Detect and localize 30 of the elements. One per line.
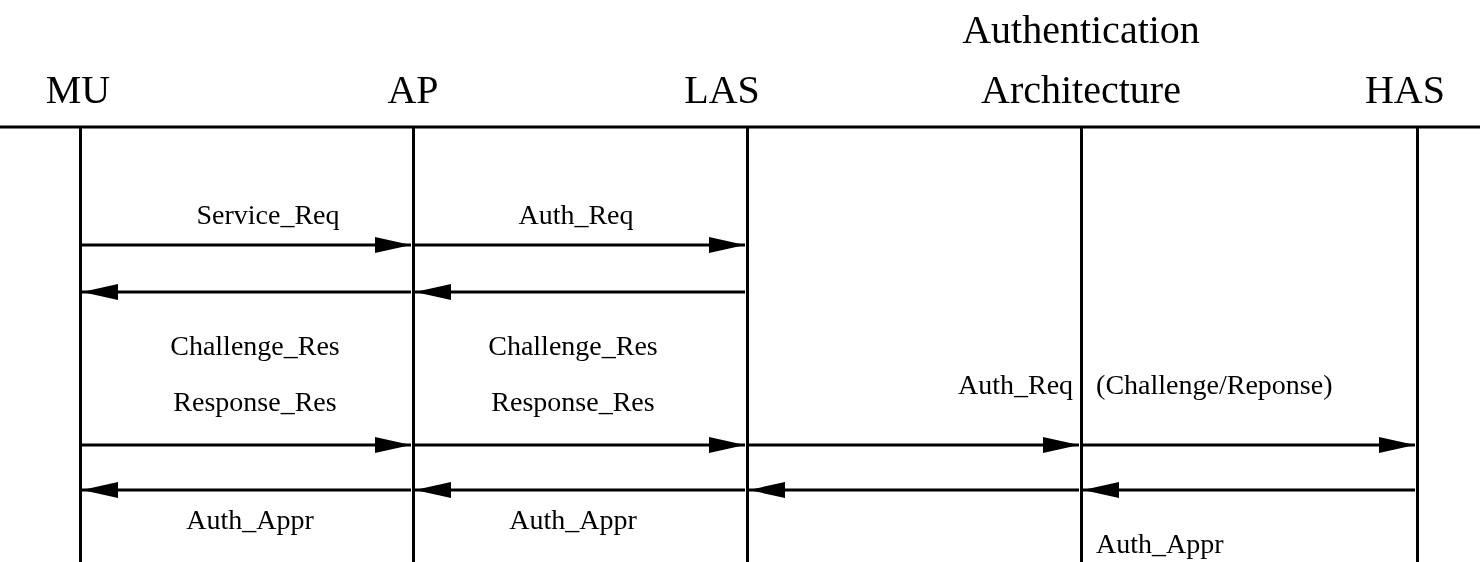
message-arrow — [415, 437, 745, 453]
message-label: Auth_Appr — [185, 503, 315, 537]
message-label: Challenge_Res Response_Res — [169, 329, 341, 419]
message-arrow — [82, 437, 411, 453]
message-label: Auth_Appr — [508, 503, 638, 537]
participant-label: HAS — [1365, 66, 1445, 114]
lifeline — [746, 127, 749, 562]
message-arrow — [415, 482, 745, 498]
message-arrow — [1083, 437, 1415, 453]
participant-label: LAS — [684, 66, 760, 114]
participant-label: AP — [387, 66, 439, 114]
lifeline — [1416, 127, 1419, 562]
message-label: Auth_Appr — [1095, 527, 1225, 561]
message-arrow — [415, 237, 745, 253]
message-arrow — [749, 482, 1079, 498]
message-arrow — [749, 437, 1079, 453]
participant-label: Authentication Architecture — [962, 6, 1200, 114]
message-arrow — [82, 237, 411, 253]
message-arrow — [415, 284, 745, 300]
message-label: Service_Req — [195, 198, 341, 232]
message-arrow — [1083, 482, 1415, 498]
participant-label: MU — [45, 66, 111, 114]
message-arrow — [82, 284, 411, 300]
lifeline — [412, 127, 415, 562]
lifeline — [79, 127, 82, 562]
message-label: Auth_Req — [517, 198, 635, 232]
message-label: Auth_Req (Challenge/Reponse) — [957, 368, 1334, 402]
message-arrow — [82, 482, 411, 498]
lifeline — [1080, 127, 1083, 562]
message-label: Challenge_Res Response_Res — [487, 329, 659, 419]
